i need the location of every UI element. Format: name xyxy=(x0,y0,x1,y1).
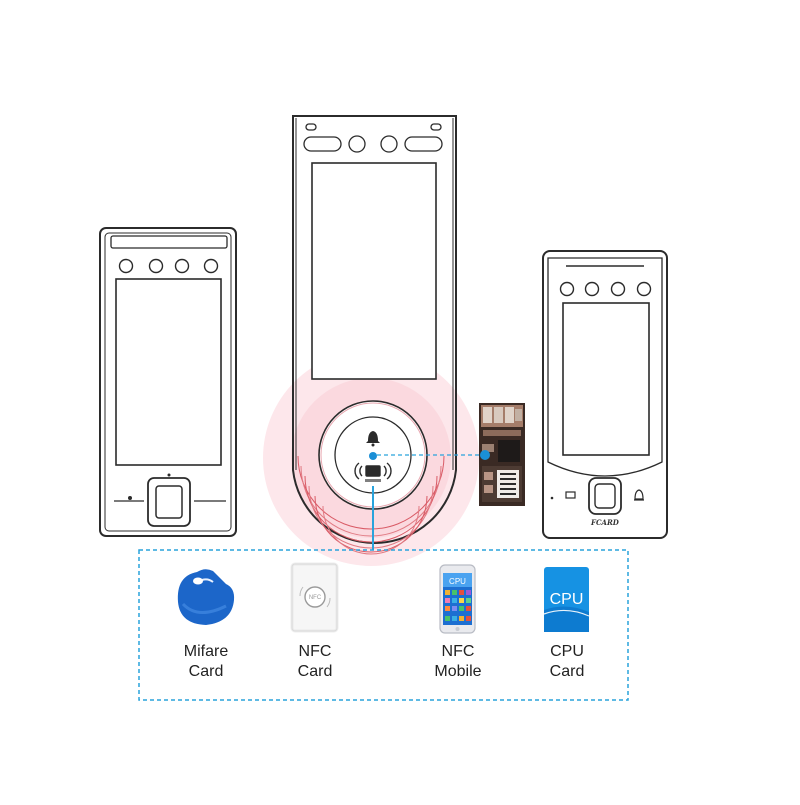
reader-ridges xyxy=(297,455,445,555)
nfc-card-icon: NFC xyxy=(290,562,339,633)
card-slot-icon xyxy=(565,491,576,499)
cpu-card-text: CPU xyxy=(550,591,584,608)
mifare-card-label: Mifare Card xyxy=(183,643,229,680)
fingerprint-sensor-icon xyxy=(588,477,622,515)
nfc-card-text: NFC xyxy=(309,595,322,601)
top-light-bar xyxy=(110,235,228,249)
bell-icon xyxy=(634,489,644,501)
center-screen xyxy=(311,162,437,380)
left-terminal xyxy=(99,227,237,537)
camera-sensors xyxy=(118,258,219,274)
nfc-mobile-label: NFC Mobile xyxy=(434,643,482,680)
left-screen xyxy=(115,278,222,466)
bell-icon xyxy=(366,431,380,447)
nfc-card-wave-icon xyxy=(354,462,392,480)
right-terminal: FCARD xyxy=(542,250,668,539)
cpu-card-label: CPU Card xyxy=(549,643,585,680)
smartphone-icon: CPU xyxy=(439,564,476,634)
cpu-card-icon: CPU xyxy=(543,567,590,632)
status-led xyxy=(128,496,132,500)
fingerprint-sensor-icon xyxy=(147,473,191,527)
camera-sensors xyxy=(559,281,652,297)
brand-label: FCARD xyxy=(590,518,620,527)
connector-lines xyxy=(138,450,629,701)
right-screen xyxy=(562,302,650,456)
nfc-center-dot xyxy=(369,452,377,460)
supported-cards-box xyxy=(138,549,629,701)
phone-app-text: CPU xyxy=(449,577,466,586)
app-grid xyxy=(445,590,471,621)
nfc-card-label: NFC Card xyxy=(297,643,333,680)
top-sensors xyxy=(303,123,443,153)
center-terminal xyxy=(263,115,479,566)
key-fob-icon xyxy=(177,569,235,625)
